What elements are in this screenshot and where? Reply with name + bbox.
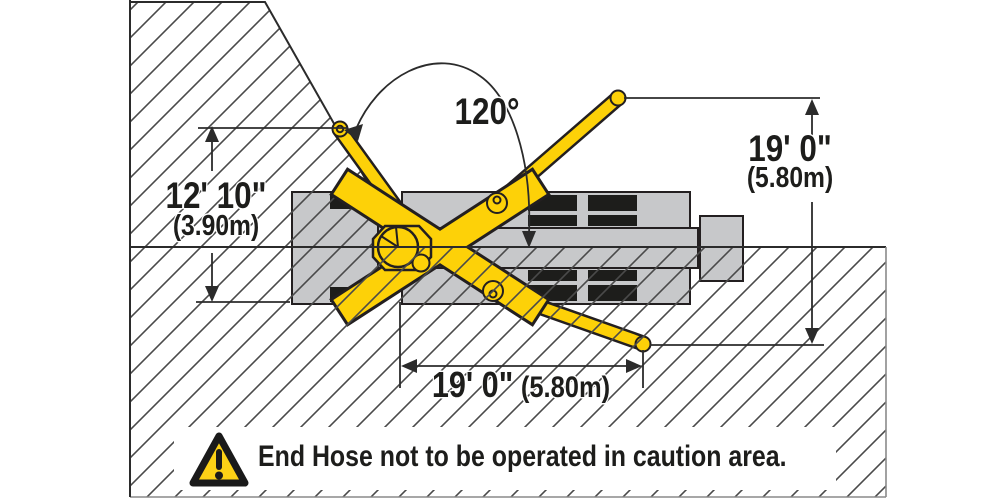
dimension-bottom-19ft bbox=[399, 302, 644, 388]
warning-strip-background bbox=[174, 427, 836, 490]
bottom-dimension-feet: 19' 0" bbox=[431, 364, 514, 405]
dimension-right-19ft bbox=[624, 97, 824, 346]
left-dimension-feet: 12' 10" bbox=[165, 175, 267, 216]
bottom-dimension-meters: (5.80m) bbox=[520, 371, 611, 404]
warning-triangle-icon bbox=[189, 432, 249, 487]
warning-text: End Hose not to be operated in caution a… bbox=[258, 440, 787, 473]
right-dimension-meters: (5.80m) bbox=[746, 162, 834, 194]
right-dimension-feet: 19' 0" bbox=[748, 128, 832, 169]
dimension-left-12ft10 bbox=[196, 126, 348, 303]
left-dimension-meters: (3.90m) bbox=[172, 210, 260, 242]
bottom-dimension: 19' 0" (5.80m) bbox=[432, 367, 610, 403]
angle-label: 120° bbox=[454, 91, 520, 132]
angle-arc-120 bbox=[344, 62, 536, 248]
boom-tip-upper-right bbox=[609, 89, 627, 107]
